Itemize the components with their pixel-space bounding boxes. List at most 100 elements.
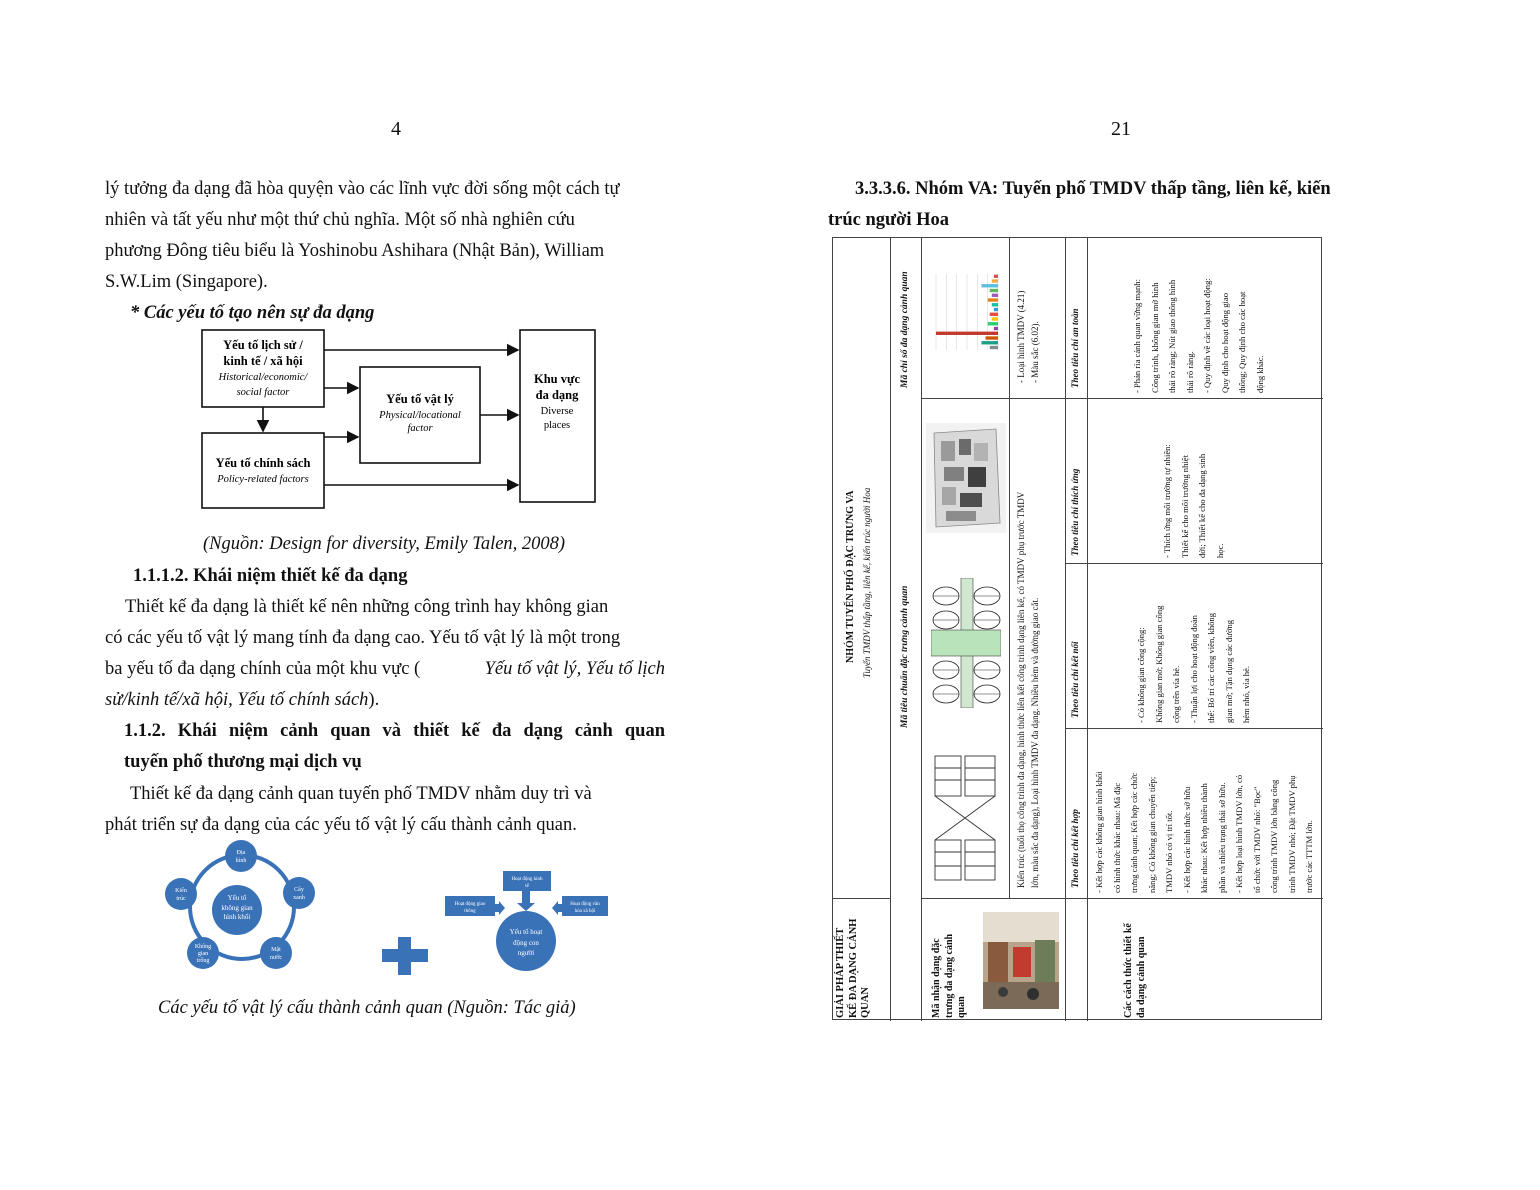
- text-line: S.W.Lim (Singapore).: [105, 272, 268, 292]
- text-run: ba yếu tố đa dạng chính của một khu vực …: [105, 659, 421, 679]
- figure-caption: Các yếu tố vật lý cấu thành cảnh quan (N…: [158, 998, 576, 1018]
- node-open-space-l1: Không: [195, 944, 211, 950]
- text-line: Không gian mở; Không gian công: [1153, 605, 1164, 723]
- left-page: 4 lý tưởng đa dạng đã hòa quyện vào các …: [105, 118, 665, 1018]
- text-line: GIẢI PHÁP THIẾT: [835, 927, 846, 1018]
- text-line: - Kết hợp loại hình TMDV lớn, có: [1234, 774, 1244, 893]
- physical-factors-cycle: Yếu tố không gian hình khối Địa hình Cây…: [165, 840, 315, 969]
- text-line-mixed: ba yếu tố đa dạng chính của một khu vực …: [105, 654, 665, 685]
- index-description: - Loại hình TMDV (4.21) - Màu sắc (6.02)…: [1014, 291, 1042, 383]
- chart-bar: [936, 331, 998, 335]
- activity-center-l1: Yếu tố hoạt: [510, 928, 543, 936]
- text-line: phương Đông tiêu biểu là Yoshinobu Ashih…: [105, 241, 605, 261]
- physical-box-en2: factor: [407, 423, 433, 434]
- heading-1-1-2-line2: tuyến phố thương mại dịch vụ: [124, 752, 362, 772]
- group-subtitle: Tuyến TMDV thấp tầng, liên kế, kiến trúc…: [862, 487, 872, 678]
- policy-box-line1: Yếu tố chính sách: [216, 456, 311, 470]
- street-section-drawing: [931, 578, 1001, 708]
- text-line: lý tưởng đa dạng đã hòa quyện vào các lĩ…: [105, 179, 620, 199]
- diagram-source-caption: (Nguồn: Design for diversity, Emily Tale…: [203, 534, 566, 554]
- node-terrain-l2: hình: [236, 858, 247, 864]
- text-line: QUAN: [860, 987, 871, 1018]
- diversity-factors-diagram: Yếu tố lịch sử / kinh tế / xã hội Histor…: [201, 329, 596, 509]
- text-line-mixed: sử/kinh tế/xã hội, Yếu tố chính sách).: [105, 685, 665, 716]
- text-line: Quy định cho hoạt động giao: [1219, 292, 1230, 393]
- chart-bar: [993, 274, 998, 278]
- activity-traffic-l2: thông: [464, 909, 476, 914]
- area-box-line2: đa dạng: [536, 388, 579, 402]
- text-line: KẾ ĐA DẠNG CẢNH: [847, 918, 859, 1018]
- chart-bar: [993, 326, 998, 331]
- text-line: - Kết hợp các không gian hình khối: [1094, 771, 1104, 893]
- text-line: - Quy định về các loại hoạt động:: [1202, 278, 1212, 393]
- activity-economic-l2: tế: [525, 884, 529, 889]
- text-line: thông; Quy định cho các hoạt: [1237, 291, 1247, 393]
- history-box-en1: Historical/economic/: [218, 372, 309, 383]
- chart-bar: [993, 307, 998, 312]
- text-line: Thiết kế đa dạng cảnh quan tuyến phố TMD…: [130, 784, 592, 804]
- street-photo: [983, 912, 1059, 1009]
- text-line: trước các TTTM lớn.: [1304, 820, 1314, 893]
- heading-1-1-1-2: 1.1.1.2. Khái niệm thiết kế đa dạng: [133, 566, 408, 586]
- combination-content: - Kết hợp các không gian hình khối có hì…: [1091, 771, 1319, 893]
- cycle-center-l1: Yếu tố: [228, 894, 247, 902]
- text-line: khác nhau: Kết hợp nhiều thành: [1199, 783, 1209, 893]
- chart-bar: [991, 279, 998, 283]
- history-box-line2: kinh tế / xã hội: [223, 354, 303, 368]
- subheader-adaptation: Theo tiêu chí thích ứng: [1070, 468, 1080, 556]
- text-line: trình TMDV nhỏ; Đặt TMDV phụ: [1286, 775, 1297, 893]
- text-line: Công trình, không gian mở hình: [1149, 282, 1160, 393]
- node-open-space-l2: gian: [198, 951, 208, 957]
- cycle-center-l2: không gian: [221, 904, 253, 912]
- activity-culture-l2: hóa xã hội: [575, 909, 596, 914]
- text-line: có các yếu tố vật lý mang tính đa dạng c…: [105, 628, 621, 648]
- text-line: - Loại hình TMDV (4.21): [1016, 290, 1026, 383]
- column-divider: [921, 238, 922, 1021]
- row-divider: [921, 398, 1066, 399]
- connection-content: - Có không gian công cộng: Không gian mở…: [1133, 606, 1256, 723]
- chart-bar: [985, 336, 998, 340]
- text-line: trưng đa dạng cảnh: [943, 933, 955, 1018]
- activity-traffic-l1: Hoạt động giao: [455, 902, 486, 907]
- subheader-connection: Theo tiêu chí kết nối: [1070, 641, 1080, 719]
- chart-bar: [991, 303, 998, 307]
- chart-bar: [991, 317, 998, 321]
- text-line: Thiết kế cho môi trường nhiệt: [1179, 455, 1190, 558]
- text-line: thể: Bố trí các công viên, không: [1206, 612, 1216, 723]
- text-line: trưng cảnh quan; Kết hợp các chức: [1129, 772, 1139, 893]
- node-terrain-l1: Địa: [237, 850, 246, 856]
- column-divider: [1009, 238, 1010, 898]
- text-line: lớn, màu sắc đa dạng), Loại hình TMDV đa…: [1030, 597, 1040, 888]
- diversity-index-chart: [935, 274, 999, 350]
- text-line: thái rõ ràng.: [1184, 351, 1195, 393]
- node-architecture-l2: trúc: [176, 896, 186, 902]
- text-line: hẻm nhỏ, vỉa hè.: [1241, 665, 1251, 723]
- text-line: Mã nhận dạng đặc: [931, 938, 942, 1018]
- policy-box-en: Policy-related factors: [216, 474, 308, 485]
- node-water-l2: nước: [270, 955, 282, 961]
- identification-code-label: Mã nhận dạng đặc trưng đa dạng cảnh quan: [931, 934, 969, 1018]
- page-number: 21: [1111, 118, 1131, 140]
- area-box-en1: Diverse: [541, 406, 574, 417]
- page-number: 4: [391, 118, 401, 140]
- column-divider: [1087, 238, 1088, 1021]
- subheader-combination: Theo tiêu chí kết hợp: [1070, 809, 1080, 888]
- chart-bar: [981, 341, 998, 345]
- text-line: thái rõ ràng; Nút giao thông hình: [1167, 279, 1177, 393]
- human-activity-diagram: Yếu tố hoạt động con người Hoạt động kin…: [445, 871, 608, 971]
- landscape-design-table: GIẢI PHÁP THIẾT KẾ ĐA DẠNG CẢNH QUAN Mã …: [832, 237, 1323, 1021]
- text-line: tổ chức với TMDV nhỏ: "Bọc": [1251, 786, 1262, 893]
- plus-icon: [382, 937, 428, 975]
- row-divider: [1065, 398, 1323, 399]
- column-divider: [1065, 238, 1066, 1021]
- node-open-space-l3: trống: [197, 957, 210, 964]
- text-line: có hình thức khác nhau: Mã đặc: [1111, 782, 1122, 893]
- text-line: - Kết hợp các hình thức sở hữu: [1181, 786, 1192, 893]
- node-trees-l1: Cây: [294, 887, 304, 893]
- area-box-line1: Khu vực: [534, 372, 581, 386]
- text-line: quan: [956, 996, 967, 1018]
- safety-content: - Phản rìa cảnh quan vững mạnh: Công trì…: [1129, 278, 1269, 393]
- text-run-italic: sử/kinh tế/xã hội, Yếu tố chính sách: [105, 690, 369, 710]
- physical-box-line1: Yếu tố vật lý: [386, 392, 454, 406]
- row-divider: [833, 898, 891, 899]
